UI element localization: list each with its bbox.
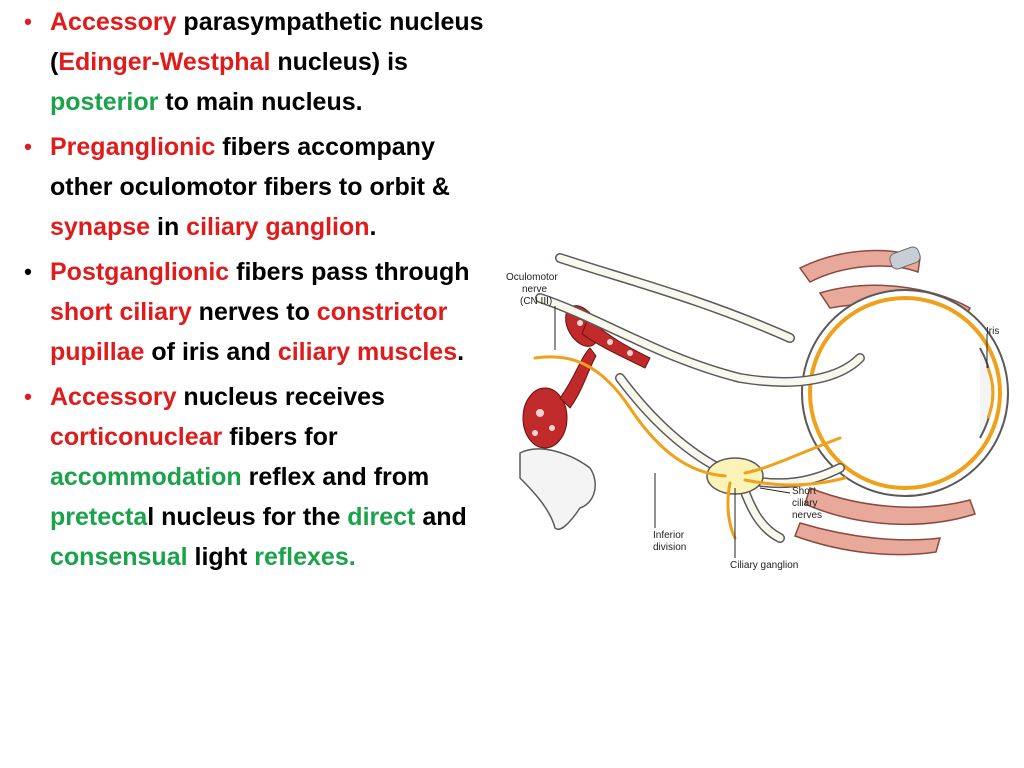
bullet-text-segment: synapse [50, 213, 151, 241]
bullet-text-segment: constrictor pupillae [50, 298, 448, 366]
bullet-text-segment: Preganglionic [50, 133, 216, 161]
label-short: Short [792, 486, 816, 497]
bullet-text-segment: fibers for [222, 423, 338, 451]
bullet-text-segment: nucleus) is [270, 48, 408, 76]
bullet-preganglionic: • Preganglionic fibers accompany other oc… [18, 127, 496, 247]
bullet-text-segment: nucleus receives [176, 383, 385, 411]
bullet-text-segment: Accessory [50, 383, 177, 411]
bullet-text-segment: Postganglionic [50, 258, 230, 286]
parasympathetic-fibers [533, 355, 847, 540]
bullet-text-segment: reflex and from [241, 463, 430, 491]
bullet-text-segment: of iris and [144, 338, 278, 366]
bullet-text-segment: ciliary ganglion [186, 213, 370, 241]
bullet-text-segment: to main nucleus. [158, 88, 363, 116]
label-oculomotor-nerve: nerve [522, 284, 547, 295]
oculomotor-diagram: Oculomotor nerve (CN III) Iris Short cil… [500, 238, 1015, 578]
eyeball [801, 289, 1009, 497]
bullet-text-segment: in [150, 213, 187, 241]
bullet-text-segment: l nucleus for the [147, 503, 348, 531]
bullet-text-segment: fibers accompany other oculomotor fibers… [50, 133, 450, 201]
bullet-text-segment: pretecta [50, 503, 148, 531]
label-cn-iii: (CN III) [520, 296, 552, 307]
bullet-text-segment: corticonuclear [50, 423, 223, 451]
bullet-text-segment: fibers pass through [229, 258, 470, 286]
bullet-text-segment: . [457, 338, 465, 366]
bullet-text-segment: Edinger-Westphal [58, 48, 271, 76]
label-nerves: nerves [792, 510, 822, 521]
bullet-text-segment: . [369, 213, 377, 241]
ciliary-ganglion-illustration: Oculomotor nerve (CN III) Iris Short cil… [506, 246, 1009, 571]
label-ciliary: ciliary [792, 498, 818, 509]
bullet-postganglionic: • Postganglionic fibers pass through sho… [18, 252, 496, 372]
bullet-list: • Accessory parasympathetic nucleus (Edin… [18, 2, 496, 582]
label-inferior: Inferior [653, 530, 685, 541]
vessel-stump [519, 448, 596, 530]
artery-highlights [532, 320, 633, 436]
label-oculomotor: Oculomotor [506, 272, 558, 283]
bullet-corticonuclear: • Accessory nucleus receives corticonucle… [18, 377, 496, 577]
bullet-text-segment: light [187, 543, 255, 571]
bullet-dot: • [24, 134, 32, 159]
label-leaders [554, 306, 988, 558]
bullet-text-segment: direct [347, 503, 416, 531]
bullet-text-segment: consensual [50, 543, 188, 571]
bullet-dot: • [24, 384, 32, 409]
bullet-accessory-nucleus: • Accessory parasympathetic nucleus (Edin… [18, 2, 496, 122]
bullet-text-segment: reflexes. [254, 543, 356, 571]
bullet-text-segment: posterior [50, 88, 159, 116]
tendon-cap [889, 246, 921, 270]
bullet-dot: • [24, 9, 32, 34]
bullet-text-segment: accommodation [50, 463, 242, 491]
diagram-labels: Oculomotor nerve (CN III) Iris Short cil… [506, 272, 999, 571]
bullet-text-segment: nerves to [191, 298, 317, 326]
bullet-text-segment: ciliary muscles [277, 338, 458, 366]
label-division: division [653, 542, 686, 553]
label-ciliary-ganglion: Ciliary ganglion [730, 560, 798, 571]
bullet-text-segment: Accessory [50, 8, 177, 36]
bullet-text-segment: and [415, 503, 467, 531]
label-iris: Iris [986, 326, 999, 337]
bullet-text-segment: parasympathetic nucleus ( [50, 8, 484, 76]
bullet-dot: • [24, 259, 32, 284]
bullet-text-segment: short ciliary [50, 298, 192, 326]
